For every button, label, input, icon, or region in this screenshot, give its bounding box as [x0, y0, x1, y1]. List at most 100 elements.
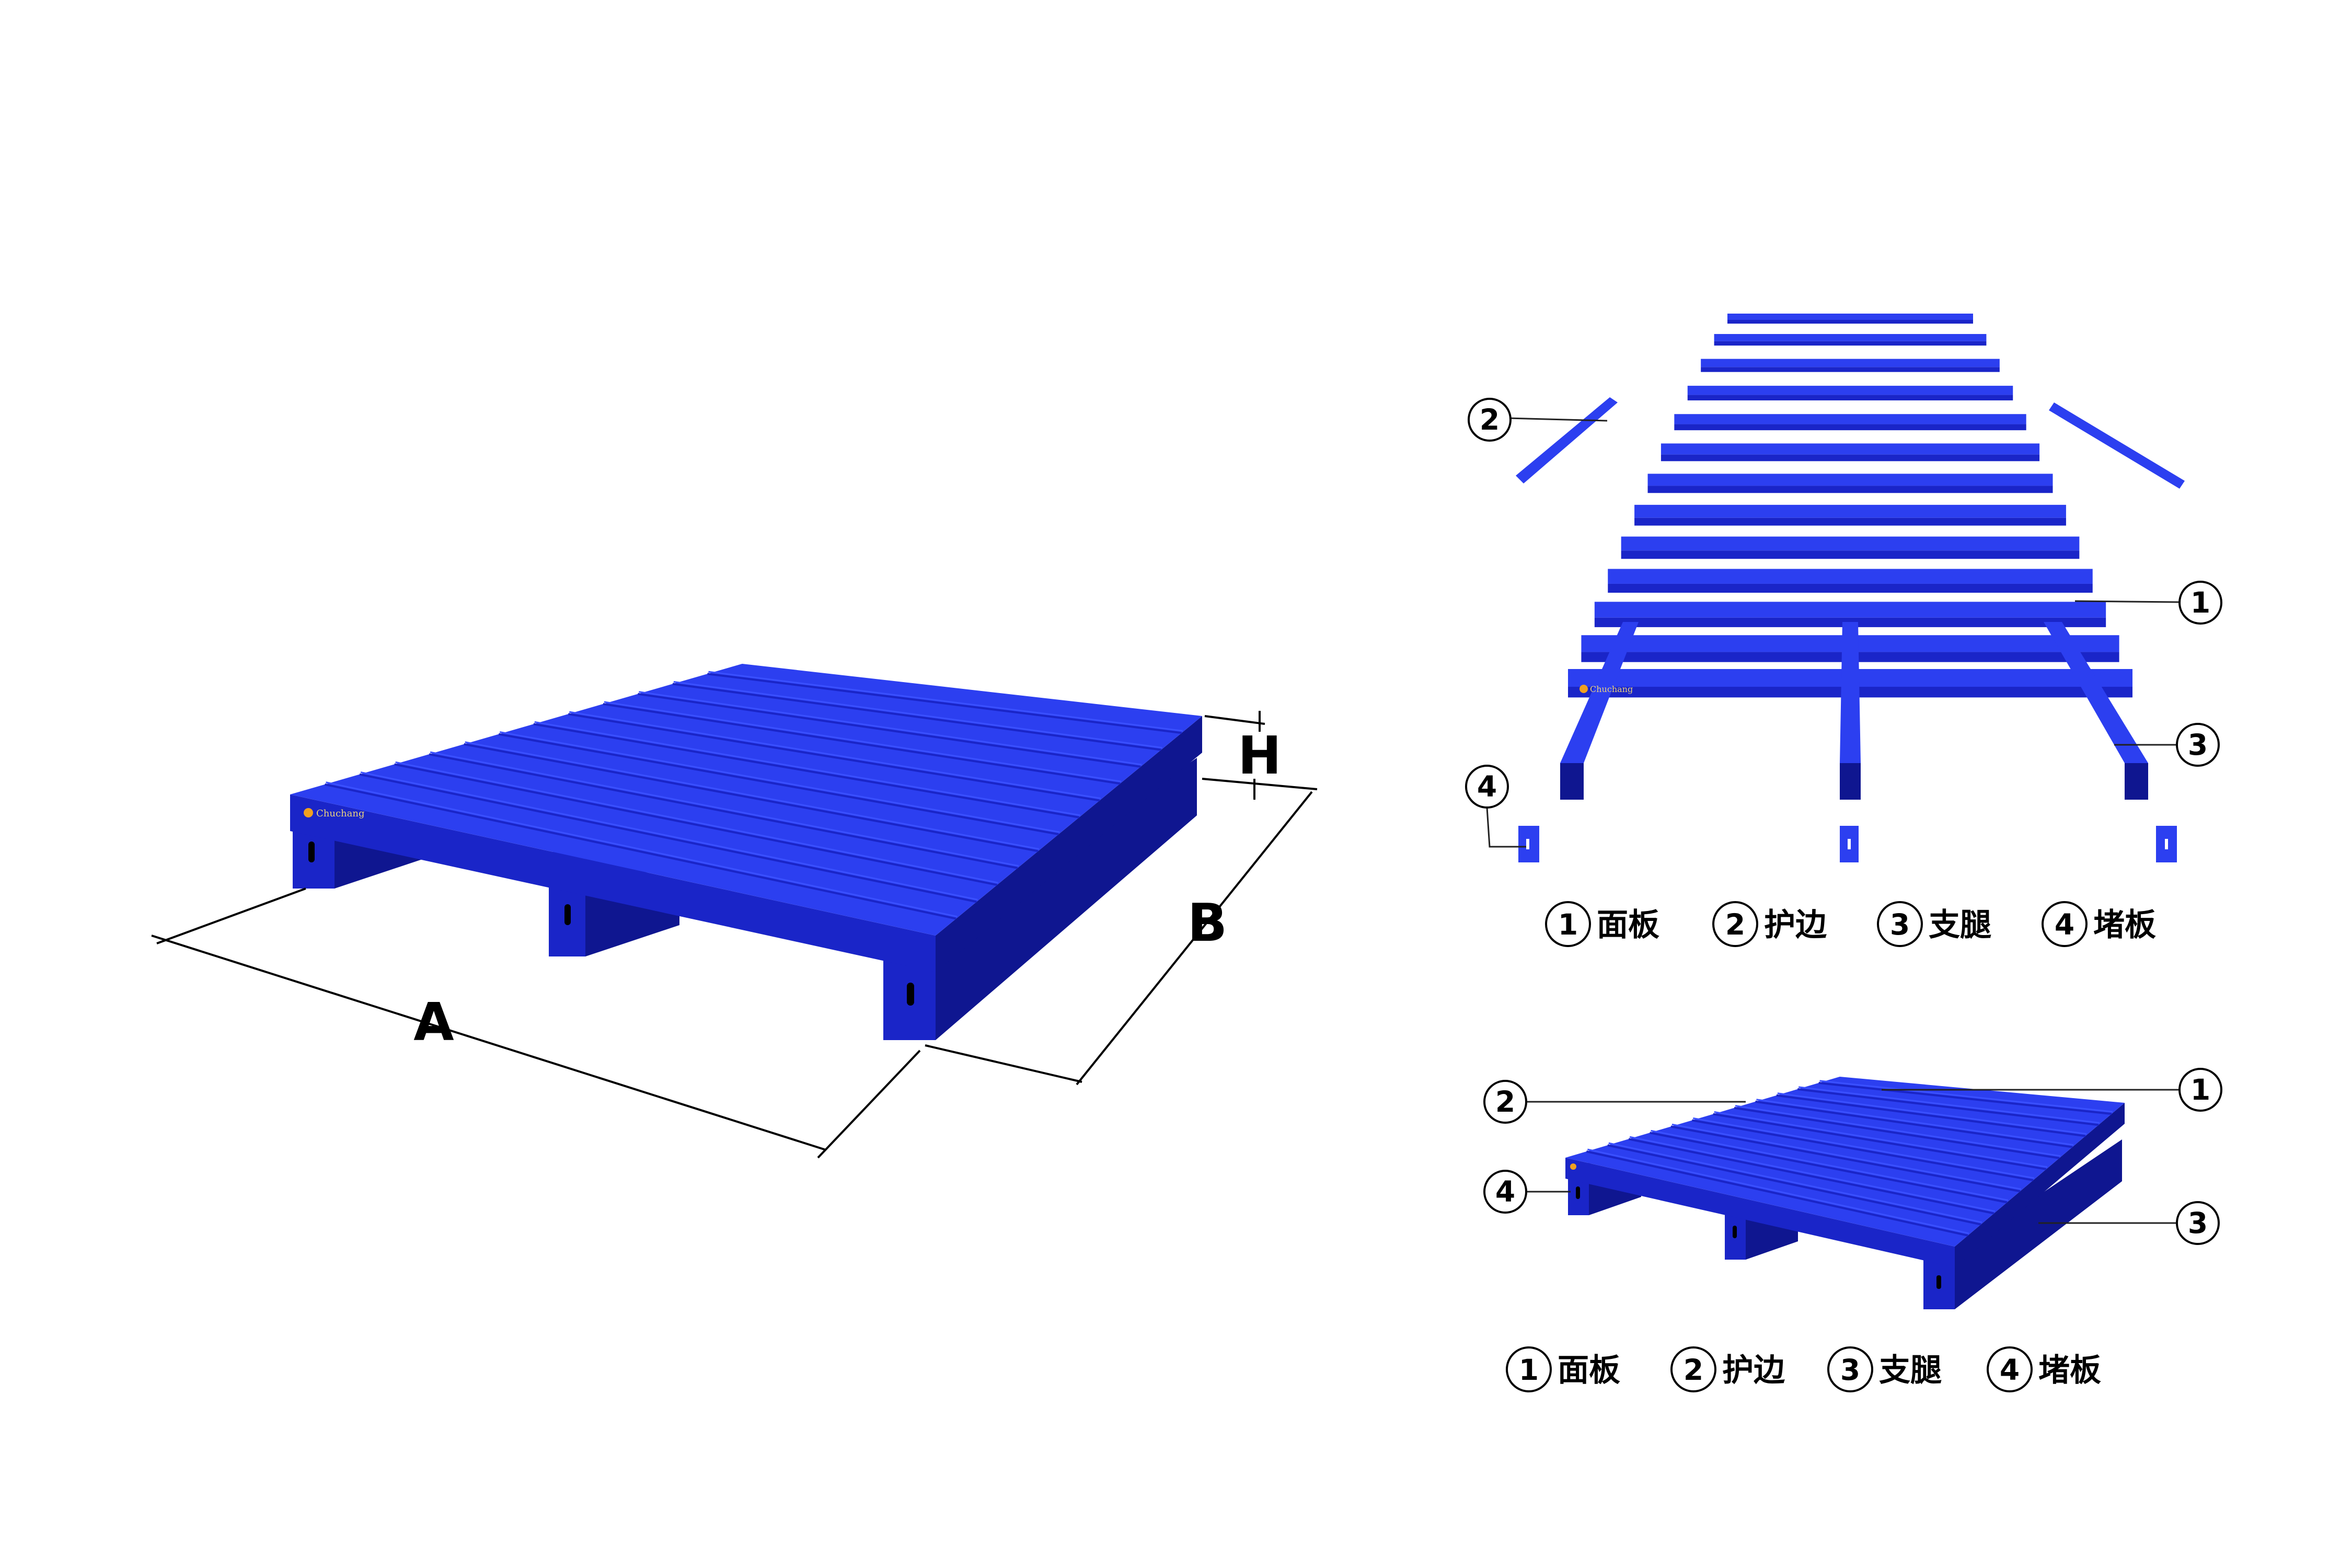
legend-2-label: 护边 — [1722, 1352, 1785, 1389]
small-deck-slat-groove — [1734, 1106, 2060, 1159]
exploded-slat-edge — [1714, 341, 1987, 346]
exploded-slat-edge — [1621, 550, 2080, 559]
dimension-h-label: H — [1238, 725, 1282, 786]
callout-3-circle — [2176, 723, 2220, 767]
callout-4-circle — [1483, 1170, 1527, 1214]
end-plate-slot — [2165, 839, 2168, 849]
small-deck-slat-groove-highlight — [1608, 1142, 1982, 1224]
deck-slat-groove — [568, 713, 1100, 802]
legend-2-label: 护边 — [1764, 907, 1827, 943]
dimension-a-label: A — [413, 991, 454, 1053]
leg-right-side — [936, 758, 1197, 1040]
assembled-callouts: 2 1 4 3 — [1483, 1068, 2222, 1245]
deck-slat-groove — [325, 783, 956, 920]
legend-4-label: 堵板 — [2093, 907, 2156, 943]
small-deck-slat-groove-highlight — [1671, 1123, 2022, 1190]
small-deck-slat-groove — [1713, 1113, 2047, 1170]
exploded-slat — [1687, 386, 2013, 395]
legend-2-circle — [1670, 1346, 1716, 1392]
callout-3-number: 3 — [2188, 1206, 2208, 1240]
legend-1-label: 面板 — [1558, 1352, 1620, 1389]
deck-slat-groove — [359, 773, 977, 903]
small-deck-slat-groove-highlight — [1714, 1111, 2048, 1168]
callout-1-number: 1 — [2190, 586, 2210, 619]
exploded-leg-right — [2044, 622, 2148, 763]
deck-slat-groove — [464, 743, 1039, 852]
deck-top — [290, 664, 1202, 936]
exploded-slat — [1608, 569, 2093, 584]
deck-slat-groove — [394, 763, 998, 886]
brand-mark-exploded: Chuchang — [1590, 684, 1633, 694]
deck-slat-groove — [498, 733, 1059, 836]
legend-assembled: 1 面板 2 护边 3 支腿 4 堵板 — [1506, 1346, 2101, 1392]
exploded-leg-right-end — [2125, 763, 2148, 800]
callout-4-number: 4 — [1495, 1175, 1515, 1208]
edge-guard-right — [2049, 402, 2185, 489]
legend-exploded: 1 面板 2 护边 3 支腿 4 堵板 — [1545, 901, 2156, 947]
small-deck-slat-groove — [1691, 1119, 2034, 1182]
small-deck-top — [1565, 1077, 2125, 1247]
small-deck-slat-groove-highlight — [1819, 1080, 2113, 1113]
legend-2-number: 2 — [1684, 1353, 1703, 1387]
brand-logo-icon — [1570, 1163, 1576, 1170]
slot-hole-left — [308, 841, 315, 862]
exploded-slat — [1647, 474, 2053, 486]
legend-3-number: 3 — [1840, 1353, 1860, 1387]
exploded-slat — [1727, 314, 1973, 320]
deck-slat-groove — [533, 723, 1079, 818]
small-leg-right-side — [1955, 1139, 2122, 1309]
deck-slat-groove — [707, 673, 1182, 734]
legend-3-number: 3 — [1890, 908, 1910, 941]
dimension-b-label: B — [1187, 892, 1227, 953]
brand-logo-icon — [304, 808, 313, 817]
exploded-slat-edge — [1701, 367, 2000, 372]
legend-1-circle — [1545, 901, 1591, 947]
exploded-slat — [1661, 443, 2040, 455]
legend-1-number: 1 — [1558, 908, 1578, 941]
deck-slat-groove-highlight — [569, 711, 1101, 800]
main-pallet: Chuchang — [290, 664, 1202, 1040]
deck-slat-groove-highlight — [465, 741, 1040, 850]
small-deck-front-edge — [1565, 1158, 1955, 1267]
deck-slat-groove-highlight — [639, 691, 1142, 766]
callout-1-circle — [2178, 581, 2222, 625]
deck-slat-groove-highlight — [360, 771, 978, 901]
legend-3-circle — [1877, 901, 1923, 947]
small-deck-slat-groove-highlight — [1629, 1136, 1996, 1213]
small-deck-slat-groove — [1797, 1088, 2099, 1126]
deck-slat-groove-highlight — [326, 781, 958, 918]
small-deck-right-edge — [1955, 1103, 2125, 1267]
deck-slat-groove — [603, 702, 1121, 785]
deck-slat-groove — [638, 693, 1141, 768]
deck-slat-groove — [429, 753, 1018, 869]
small-slot-hole — [1576, 1186, 1580, 1199]
brand-mark: Chuchang — [316, 808, 364, 819]
small-deck-slat-groove — [1670, 1125, 2021, 1193]
exploded-slat-edge — [1687, 395, 2013, 401]
small-deck-slat-groove-highlight — [1777, 1092, 2087, 1135]
callout-1-circle — [2178, 1068, 2222, 1112]
exploded-slat — [1714, 334, 1987, 341]
legend-4-number: 4 — [2055, 908, 2074, 941]
legend-4-number: 4 — [2000, 1353, 2020, 1387]
legend-2-circle — [1712, 901, 1758, 947]
small-deck-slat-groove — [1755, 1100, 2073, 1148]
small-deck-slat-groove-highlight — [1798, 1086, 2100, 1124]
legend-1-label: 面板 — [1597, 907, 1659, 943]
small-deck-slat-groove — [1628, 1138, 1994, 1215]
legend-3-label: 支腿 — [1929, 907, 1991, 943]
exploded-slat-edge — [1608, 583, 2093, 593]
end-plate-slot — [1848, 839, 1851, 849]
exploded-slat-edge — [1674, 424, 2026, 431]
exploded-slat-edge — [1661, 454, 2040, 462]
deck-slat-groove-highlight — [673, 681, 1162, 749]
legend-1-number: 1 — [1519, 1353, 1539, 1387]
exploded-slat — [1701, 359, 2000, 367]
exploded-slat-edge — [1647, 486, 2053, 493]
deck-slats — [325, 671, 1183, 920]
callout-3-circle — [2176, 1201, 2220, 1245]
small-deck-slat-groove-highlight — [1587, 1148, 1969, 1235]
small-deck-slat-groove-highlight — [1735, 1105, 2061, 1157]
deck-slat-groove-highlight — [499, 731, 1060, 833]
legend-4-label: 堵板 — [2038, 1352, 2101, 1389]
